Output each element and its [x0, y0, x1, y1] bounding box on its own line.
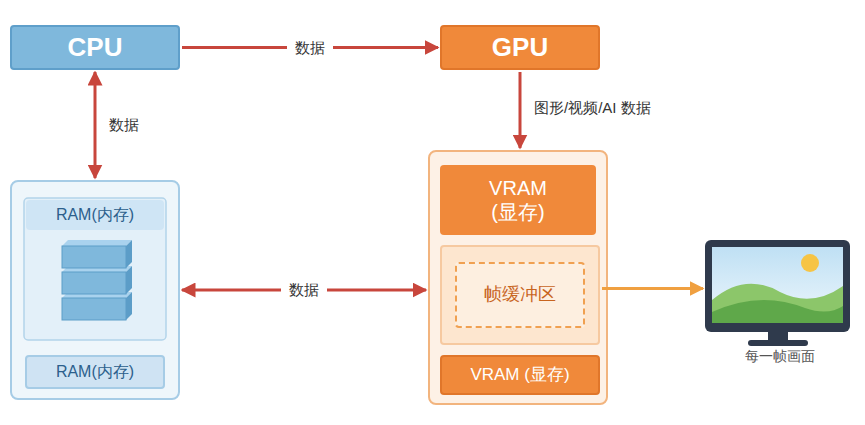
data-arrow [182, 289, 426, 292]
edge-label: 数据 [287, 39, 333, 57]
edge-label: 数据 [109, 116, 139, 134]
node-label: VRAM (显存) [470, 365, 569, 385]
monitor-caption: 每一帧画面 [697, 348, 862, 365]
edge-label: 图形/视频/AI 数据 [534, 99, 651, 117]
ram-panel [24, 198, 166, 340]
data-arrow [519, 72, 522, 148]
data-arrow [602, 287, 703, 290]
vram-band: VRAM (显存) [440, 355, 600, 395]
node-label: CPU [68, 32, 123, 63]
edge-label: 数据 [281, 281, 327, 299]
monitor-illustration [705, 240, 850, 346]
memory-stack-icon [62, 240, 132, 320]
gpu-box: GPU [440, 25, 600, 70]
data-arrow [182, 46, 438, 49]
ram-band: RAM(内存) [25, 355, 165, 389]
framebuffer-box: 帧缓冲区 [440, 245, 600, 345]
framebuffer-dashed-frame: 帧缓冲区 [455, 262, 585, 328]
data-arrow [94, 72, 97, 178]
container-heading: RAM(内存) [26, 200, 164, 230]
node-label: 帧缓冲区 [484, 284, 556, 306]
container-heading: VRAM (显存) [440, 165, 596, 235]
vram-container: 帧缓冲区 VRAM (显存) VRAM (显存) [428, 150, 608, 405]
cpu-box: CPU [10, 25, 180, 70]
node-label: RAM(内存) [56, 362, 134, 381]
node-label: GPU [492, 32, 548, 63]
